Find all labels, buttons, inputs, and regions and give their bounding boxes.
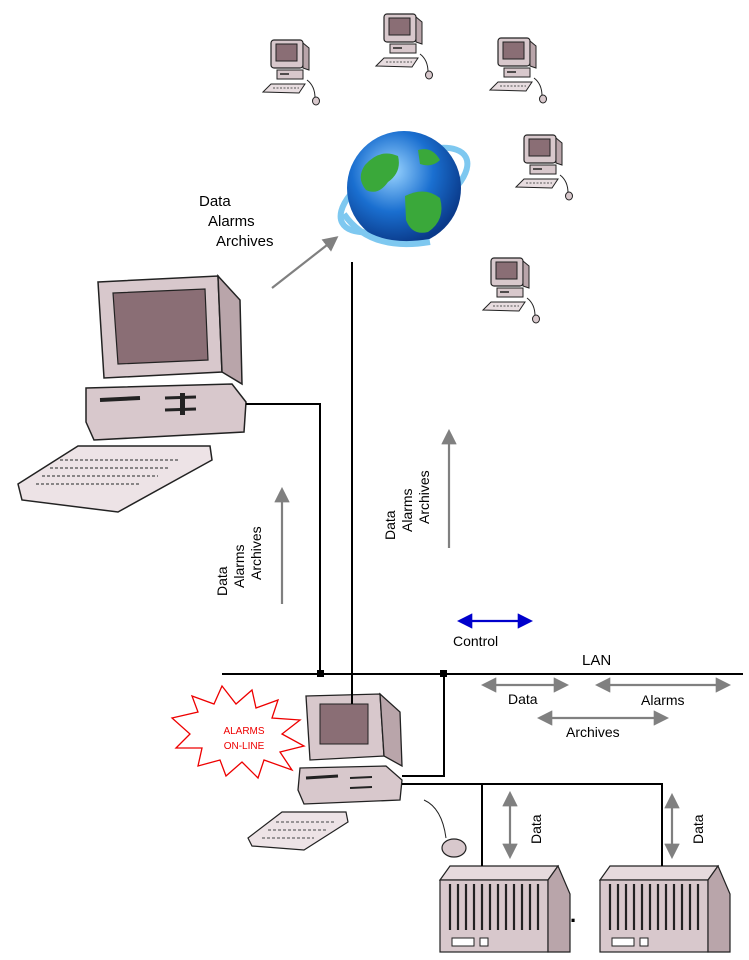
label-lan: LAN	[582, 652, 612, 669]
remote-computer-icon	[482, 257, 541, 324]
globe-icon	[337, 131, 471, 248]
remote-computer-icon	[262, 39, 321, 106]
label-plc-data-right: Data	[690, 814, 706, 844]
label-top-archives: Archives	[216, 233, 274, 250]
flow-arrows	[271, 236, 732, 860]
plc-separator: .	[570, 902, 577, 927]
mouse-icon	[423, 799, 467, 858]
label-lan-archives: Archives	[566, 724, 620, 740]
label-lan-alarms: Alarms	[641, 692, 685, 708]
alarm-text: ALARMS ON-LINE	[223, 726, 265, 752]
remote-computer-icon	[489, 37, 548, 104]
plc-icon	[598, 864, 732, 954]
label-left-vertical: Data Alarms Archives	[214, 526, 264, 596]
label-center-vertical: Data Alarms Archives	[382, 470, 432, 540]
workstation-icon	[17, 273, 247, 513]
remote-computer-icon	[375, 13, 434, 80]
server-computer-icon	[247, 692, 403, 851]
label-plc-data-left: Data	[528, 814, 544, 844]
lan-bus	[222, 262, 743, 866]
label-top-alarms: Alarms	[208, 213, 255, 230]
label-top-data: Data	[199, 193, 231, 210]
alarm-burst-icon	[170, 684, 306, 780]
label-lan-data: Data	[508, 691, 538, 707]
plc-icon	[438, 864, 572, 954]
label-control: Control	[453, 633, 499, 649]
remote-computer-icon	[515, 134, 574, 201]
